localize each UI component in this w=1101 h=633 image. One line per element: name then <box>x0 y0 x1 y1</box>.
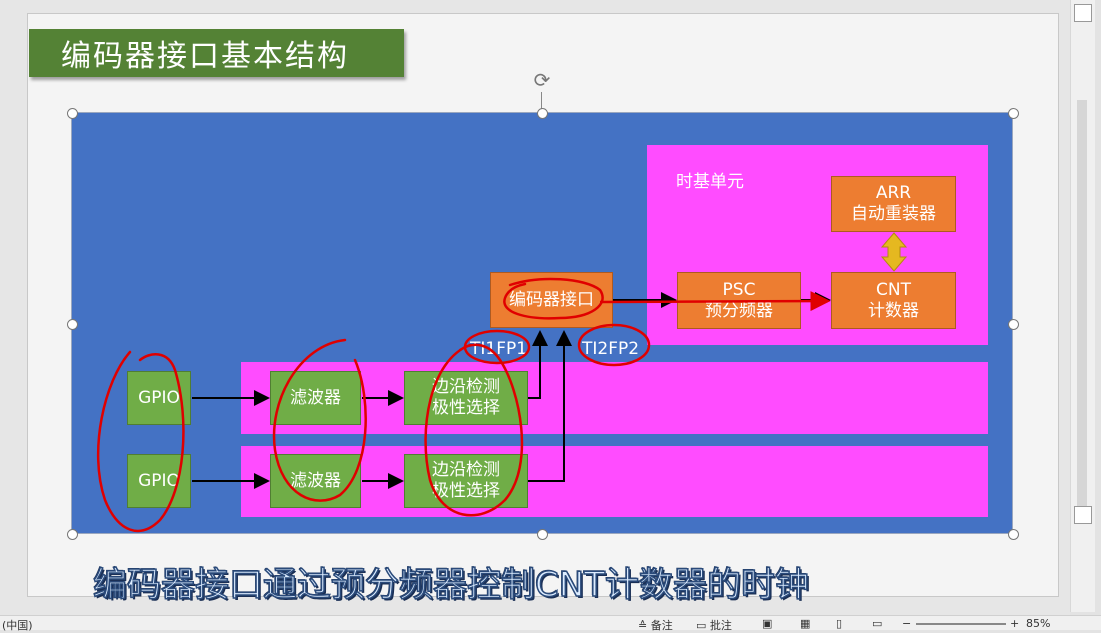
resize-handle-bottom-left[interactable] <box>67 529 78 540</box>
slide-sorter-icon[interactable]: ▦ <box>800 617 811 630</box>
zoom-level[interactable]: 85% <box>1026 617 1051 630</box>
comments-label: 批注 <box>709 619 732 632</box>
edge-line1: 边沿检测 <box>432 460 500 480</box>
language-status[interactable]: (中国) <box>2 619 33 632</box>
resize-handle-left[interactable] <box>67 319 78 330</box>
edge-detect-box: 边沿检测 极性选择 <box>404 371 528 425</box>
arr-line2: 自动重装器 <box>851 204 936 224</box>
notes-button[interactable]: ≙ 备注 <box>638 617 673 633</box>
resize-handle-top-right[interactable] <box>1008 108 1019 119</box>
resize-handle-bottom-right[interactable] <box>1008 529 1019 540</box>
ti1fp1-label: TI1FP1 <box>470 339 528 359</box>
edge-line1: 边沿检测 <box>432 377 500 397</box>
cnt-line1: CNT <box>876 279 911 300</box>
comments-icon: ▭ <box>696 619 707 632</box>
cnt-box: CNT 计数器 <box>831 272 956 329</box>
filter-box: 滤波器 <box>270 371 361 425</box>
resize-handle-top[interactable] <box>537 108 548 119</box>
arr-line1: ARR <box>875 183 912 203</box>
scroll-page-button[interactable] <box>1074 506 1092 524</box>
resize-handle-right[interactable] <box>1008 319 1019 330</box>
gpio-label: GPIO <box>138 470 180 491</box>
filter-box: 滤波器 <box>270 454 361 508</box>
psc-line1: PSC <box>722 279 756 300</box>
scrollbar-thumb[interactable] <box>1077 100 1087 510</box>
edge-line2: 极性选择 <box>432 398 500 418</box>
zoom-in-icon[interactable]: + <box>1010 617 1020 630</box>
resize-handle-bottom[interactable] <box>537 529 548 540</box>
normal-view-icon[interactable]: ▣ <box>762 617 773 630</box>
reading-view-icon[interactable]: ▯ <box>836 617 843 630</box>
time-base-label: 时基单元 <box>676 172 744 192</box>
psc-box: PSC 预分频器 <box>677 272 801 329</box>
notes-icon: ≙ <box>638 619 648 632</box>
zoom-out-icon[interactable]: − <box>902 617 912 630</box>
rotate-handle-icon[interactable]: ⟳ <box>533 68 551 92</box>
slide-title[interactable]: 编码器接口基本结构 <box>29 29 404 77</box>
edge-detect-box: 边沿检测 极性选择 <box>404 454 528 508</box>
zoom-slider[interactable] <box>916 623 1006 625</box>
notes-label: 备注 <box>650 619 673 632</box>
gpio-box: GPIO <box>127 454 191 508</box>
cnt-line2: 计数器 <box>868 300 919 321</box>
gpio-label: GPIO <box>138 387 180 408</box>
gpio-box: GPIO <box>127 371 191 425</box>
encoder-interface-box: 编码器接口 <box>490 272 613 328</box>
rotate-handle-stem <box>541 92 542 112</box>
edge-line2: 极性选择 <box>432 481 500 501</box>
filter-label: 滤波器 <box>290 470 341 491</box>
slideshow-icon[interactable]: ▭ <box>872 617 883 630</box>
resize-handle-top-left[interactable] <box>67 108 78 119</box>
scroll-up-button[interactable] <box>1074 4 1092 22</box>
psc-line2: 预分频器 <box>705 300 773 321</box>
encoder-label: 编码器接口 <box>509 289 594 310</box>
filter-label: 滤波器 <box>290 387 341 408</box>
status-bar: (中国) ≙ 备注 ▭ 批注 ▣ ▦ ▯ ▭ − + 85% <box>0 615 1101 633</box>
video-subtitle: 编码器接口通过预分频器控制CNT计数器的时钟 <box>92 564 809 606</box>
comments-button[interactable]: ▭ 批注 <box>696 617 732 633</box>
arr-box: ARR 自动重装器 <box>831 176 956 232</box>
ti2fp2-label: TI2FP2 <box>582 339 640 359</box>
